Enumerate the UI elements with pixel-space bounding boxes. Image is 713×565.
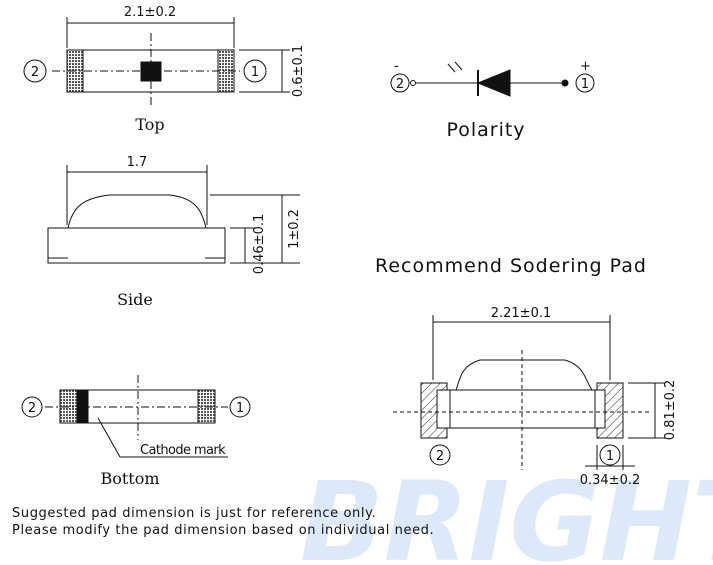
top-pin-2: 2 <box>31 65 39 80</box>
pad-view <box>393 315 665 470</box>
cathode-mark-label: Cathode mark <box>140 443 226 458</box>
polarity-symbol <box>390 61 595 97</box>
bottom-view <box>21 375 251 458</box>
watermark: BRIGHT <box>300 458 713 565</box>
bottom-pin-1: 1 <box>236 401 244 416</box>
top-label: Top <box>135 115 164 134</box>
pad-pin-2: 2 <box>436 449 444 464</box>
side-width-dim: 1.7 <box>127 155 148 170</box>
side-view <box>47 165 300 264</box>
polarity-pin-1: 1 <box>581 77 589 92</box>
polarity-minus: - <box>394 59 399 74</box>
polarity-label: Polarity <box>446 119 525 141</box>
pad-size-dim: 0.34±0.2 <box>580 473 641 488</box>
pad-title: Recommend Sodering Pad <box>375 255 647 277</box>
pad-height-dim: 0.81±0.2 <box>663 380 678 441</box>
polarity-plus: + <box>580 59 591 74</box>
note-line-2: Please modify the pad dimension based on… <box>12 523 435 538</box>
note-line-1: Suggested pad dimension is just for refe… <box>12 506 377 521</box>
top-view <box>23 17 290 106</box>
pad-pin-1: 1 <box>606 449 614 464</box>
bottom-pin-2: 2 <box>28 401 36 416</box>
side-label: Side <box>117 290 153 309</box>
top-height-dim: 0.6±0.1 <box>291 45 306 97</box>
polarity-pin-2: 2 <box>396 77 404 92</box>
pad-width-dim: 2.21±0.1 <box>491 306 552 321</box>
top-pin-1: 1 <box>251 65 259 80</box>
top-width-dim: 2.1±0.2 <box>124 5 176 20</box>
watermark-text: BRIGHT <box>300 458 713 565</box>
bottom-label: Bottom <box>100 469 159 488</box>
side-body-height-dim: 0.46±0.1 <box>252 214 267 275</box>
side-total-height-dim: 1±0.2 <box>287 209 302 249</box>
